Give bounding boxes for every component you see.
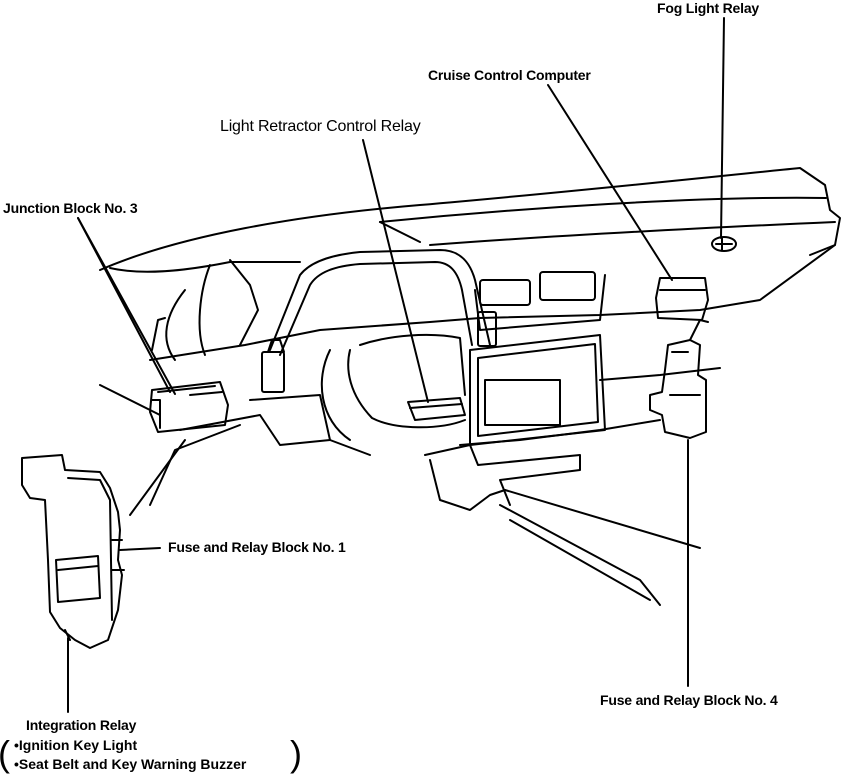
cruise-control-computer-label: Cruise Control Computer: [428, 67, 591, 83]
leader-lines: [67, 17, 725, 713]
fog-light-relay-shape: [711, 236, 737, 252]
integration-relay-items: ( •Ignition Key Light •Seat Belt and Key…: [0, 733, 304, 776]
fuse-relay-block-1-label: Fuse and Relay Block No. 1: [168, 539, 346, 555]
junction-block-3-shape: [149, 317, 229, 433]
left-parenthesis: (: [0, 736, 10, 772]
center-console: [424, 271, 701, 606]
light-retractor-control-relay-label: Light Retractor Control Relay: [220, 118, 421, 135]
right-parenthesis: ): [290, 733, 302, 774]
fuse-relay-block-1-shape: [21, 454, 125, 649]
instrument-hood: [269, 249, 491, 441]
light-retractor-relay-shape: [407, 397, 466, 421]
integration-relay-item: •Seat Belt and Key Warning Buzzer: [14, 756, 246, 772]
cruise-control-computer-shape: [655, 277, 709, 321]
dashboard-outline: [99, 167, 841, 516]
hood-left-bracket: [261, 339, 285, 393]
fog-light-relay-label: Fog Light Relay: [657, 0, 760, 16]
integration-relay-label: Integration Relay: [26, 717, 137, 733]
junction-block-3-label: Junction Block No. 3: [3, 200, 138, 216]
integration-relay-item: •Ignition Key Light: [14, 737, 137, 753]
item-text: Seat Belt and Key Warning Buzzer: [18, 756, 247, 772]
item-text: Ignition Key Light: [18, 737, 138, 753]
bullet-icon: •: [14, 756, 19, 772]
bullet-icon: •: [14, 737, 19, 753]
hood-right-bracket: [477, 311, 497, 347]
fuse-relay-block-4-shape: [649, 319, 709, 439]
fuse-relay-block-4-label: Fuse and Relay Block No. 4: [600, 692, 778, 708]
